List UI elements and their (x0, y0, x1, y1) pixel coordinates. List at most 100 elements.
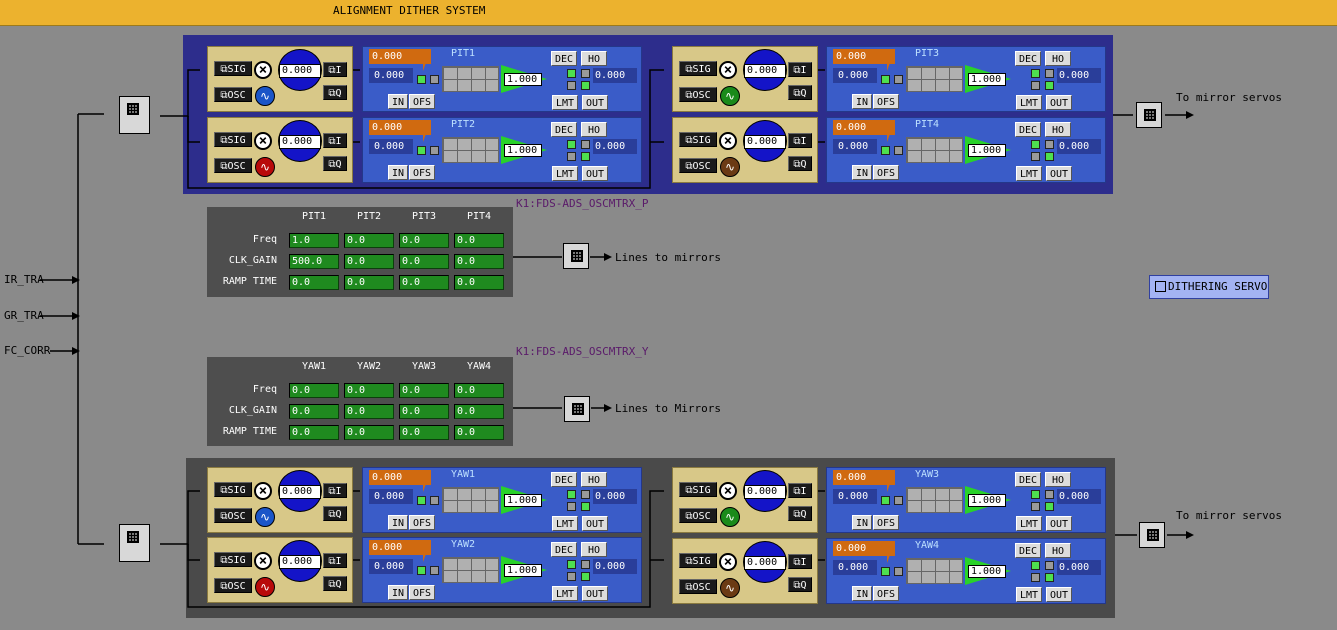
pit3-out-button[interactable]: OUT (1046, 95, 1072, 110)
yaw4-filter-bank[interactable] (906, 558, 963, 584)
pit3-q-button[interactable]: ⧉Q (788, 85, 812, 100)
yaw3-lmt-button[interactable]: LMT (1016, 516, 1042, 531)
pit-output-matrix-button[interactable] (1136, 102, 1162, 128)
pit2-gain-value[interactable]: 1.000 (504, 144, 542, 157)
pit3-filter-bank[interactable] (906, 66, 963, 92)
pit4-filter-bank[interactable] (906, 137, 963, 163)
pit2-in-button[interactable]: IN (388, 165, 408, 180)
pit3-in-button[interactable]: IN (852, 94, 872, 109)
matrix-cell-input[interactable]: 500.0 (289, 254, 339, 269)
pit4-sig-button[interactable]: ⧉SIG (679, 132, 717, 147)
yaw1-q-button[interactable]: ⧉Q (323, 506, 347, 521)
yaw2-dec-button[interactable]: DEC (551, 542, 577, 557)
pit4-out-button[interactable]: OUT (1046, 166, 1072, 181)
matrix-cell-input[interactable]: 0.0 (399, 254, 449, 269)
matrix-cell-input[interactable]: 0.0 (399, 404, 449, 419)
yaw1-gain-value[interactable]: 1.000 (504, 494, 542, 507)
pit4-i-button[interactable]: ⧉I (788, 133, 812, 148)
matrix-cell-input[interactable]: 0.0 (344, 425, 394, 440)
yaw1-lmt-button[interactable]: LMT (552, 516, 578, 531)
yaw3-ho-button[interactable]: HO (1045, 472, 1071, 487)
yaw4-i-button[interactable]: ⧉I (788, 554, 812, 569)
matrix-cell-input[interactable]: 0.0 (454, 254, 504, 269)
yaw3-dec-button[interactable]: DEC (1015, 472, 1041, 487)
pit2-sig-button[interactable]: ⧉SIG (214, 132, 252, 147)
pit3-osc-button[interactable]: ⧉OSC (679, 87, 717, 102)
yaw3-ofs-button[interactable]: OFS (873, 515, 899, 530)
pit2-q-button[interactable]: ⧉Q (323, 156, 347, 171)
matrix-cell-input[interactable]: 0.0 (289, 275, 339, 290)
yaw2-osc-button[interactable]: ⧉OSC (214, 578, 252, 593)
yaw2-ofs-button[interactable]: OFS (409, 585, 435, 600)
yaw3-in-button[interactable]: IN (852, 515, 872, 530)
matrix-cell-input[interactable]: 0.0 (454, 233, 504, 248)
pit3-dec-button[interactable]: DEC (1015, 51, 1041, 66)
pit4-ho-button[interactable]: HO (1045, 122, 1071, 137)
pit3-ho-button[interactable]: HO (1045, 51, 1071, 66)
matrix-cell-input[interactable]: 0.0 (399, 425, 449, 440)
matrix-cell-input[interactable]: 0.0 (399, 275, 449, 290)
yaw3-gain-value[interactable]: 1.000 (968, 494, 1006, 507)
pit1-dec-button[interactable]: DEC (551, 51, 577, 66)
yaw1-dec-button[interactable]: DEC (551, 472, 577, 487)
pit2-osc-button[interactable]: ⧉OSC (214, 158, 252, 173)
pit4-ofs-button[interactable]: OFS (873, 165, 899, 180)
matrix-cell-input[interactable]: 0.0 (454, 275, 504, 290)
matrix-cell-input[interactable]: 0.0 (289, 383, 339, 398)
yaw2-in-button[interactable]: IN (388, 585, 408, 600)
pit4-in-button[interactable]: IN (852, 165, 872, 180)
pit1-out-button[interactable]: OUT (582, 95, 608, 110)
matrix-cell-input[interactable]: 0.0 (344, 275, 394, 290)
pit1-sig-button[interactable]: ⧉SIG (214, 61, 252, 76)
yaw4-out-button[interactable]: OUT (1046, 587, 1072, 602)
pit2-ho-button[interactable]: HO (581, 122, 607, 137)
pit3-ofs-button[interactable]: OFS (873, 94, 899, 109)
pit4-dec-button[interactable]: DEC (1015, 122, 1041, 137)
yaw4-q-button[interactable]: ⧉Q (788, 577, 812, 592)
yaw4-ofs-button[interactable]: OFS (873, 586, 899, 601)
pit4-gain-value[interactable]: 1.000 (968, 144, 1006, 157)
matrix-cell-input[interactable]: 0.0 (344, 254, 394, 269)
yaw-input-matrix-button[interactable] (119, 524, 150, 562)
yaw1-sig-button[interactable]: ⧉SIG (214, 482, 252, 497)
pit1-ofs-button[interactable]: OFS (409, 94, 435, 109)
matrix-cell-input[interactable]: 0.0 (289, 425, 339, 440)
yaw3-i-button[interactable]: ⧉I (788, 483, 812, 498)
yaw1-in-button[interactable]: IN (388, 515, 408, 530)
yaw2-sig-button[interactable]: ⧉SIG (214, 552, 252, 567)
pit1-osc-button[interactable]: ⧉OSC (214, 87, 252, 102)
pit4-lmt-button[interactable]: LMT (1016, 166, 1042, 181)
pit1-filter-bank[interactable] (442, 66, 499, 92)
pit2-out-button[interactable]: OUT (582, 166, 608, 181)
pit1-q-button[interactable]: ⧉Q (323, 85, 347, 100)
yaw4-dec-button[interactable]: DEC (1015, 543, 1041, 558)
yaw3-osc-button[interactable]: ⧉OSC (679, 508, 717, 523)
yaw3-out-button[interactable]: OUT (1046, 516, 1072, 531)
yaw2-i-button[interactable]: ⧉I (323, 553, 347, 568)
pit2-dec-button[interactable]: DEC (551, 122, 577, 137)
yaw2-filter-bank[interactable] (442, 557, 499, 583)
yaw2-gain-value[interactable]: 1.000 (504, 564, 542, 577)
pit1-in-button[interactable]: IN (388, 94, 408, 109)
yaw3-filter-bank[interactable] (906, 487, 963, 513)
dithering-servo-button[interactable]: DITHERING SERVO (1149, 275, 1269, 299)
matrix-cell-input[interactable]: 1.0 (289, 233, 339, 248)
pit4-q-button[interactable]: ⧉Q (788, 156, 812, 171)
yaw3-q-button[interactable]: ⧉Q (788, 506, 812, 521)
matrix-cell-input[interactable]: 0.0 (344, 404, 394, 419)
pit2-filter-bank[interactable] (442, 137, 499, 163)
matrix-cell-input[interactable]: 0.0 (344, 383, 394, 398)
pit2-i-button[interactable]: ⧉I (323, 133, 347, 148)
yaw2-lmt-button[interactable]: LMT (552, 586, 578, 601)
yaw1-filter-bank[interactable] (442, 487, 499, 513)
yaw1-ho-button[interactable]: HO (581, 472, 607, 487)
yaw4-osc-button[interactable]: ⧉OSC (679, 579, 717, 594)
pit1-ho-button[interactable]: HO (581, 51, 607, 66)
yaw4-lmt-button[interactable]: LMT (1016, 587, 1042, 602)
pit-lines-matrix-button[interactable] (563, 243, 589, 269)
yaw1-i-button[interactable]: ⧉I (323, 483, 347, 498)
yaw2-q-button[interactable]: ⧉Q (323, 576, 347, 591)
matrix-cell-input[interactable]: 0.0 (454, 383, 504, 398)
pit4-osc-button[interactable]: ⧉OSC (679, 158, 717, 173)
pit-input-matrix-button[interactable] (119, 96, 150, 134)
